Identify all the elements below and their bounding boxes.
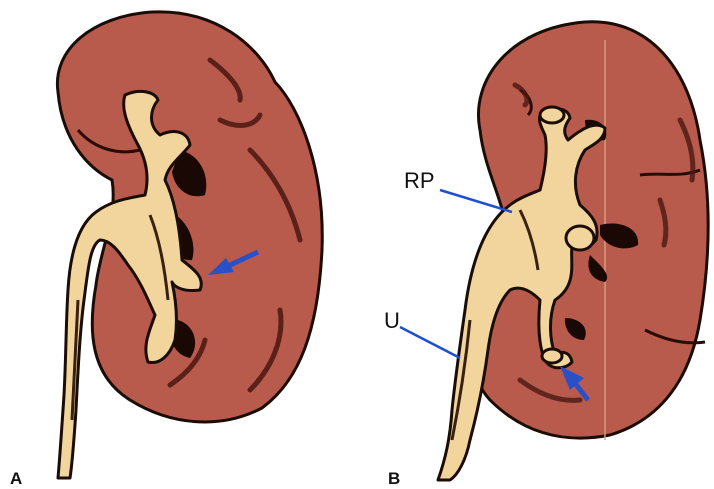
calyx-b-lower xyxy=(542,349,562,363)
calyx-b-middle xyxy=(566,226,594,250)
panel-b-letter: B xyxy=(388,469,400,488)
calyx-b-upper xyxy=(540,107,564,123)
panel-a-letter: A xyxy=(10,469,22,488)
u-label: U xyxy=(384,308,400,333)
u-leader-line xyxy=(400,327,460,358)
rp-label: RP xyxy=(404,168,435,193)
panel-b: RP U B xyxy=(384,22,708,488)
panel-a: A xyxy=(10,12,322,488)
